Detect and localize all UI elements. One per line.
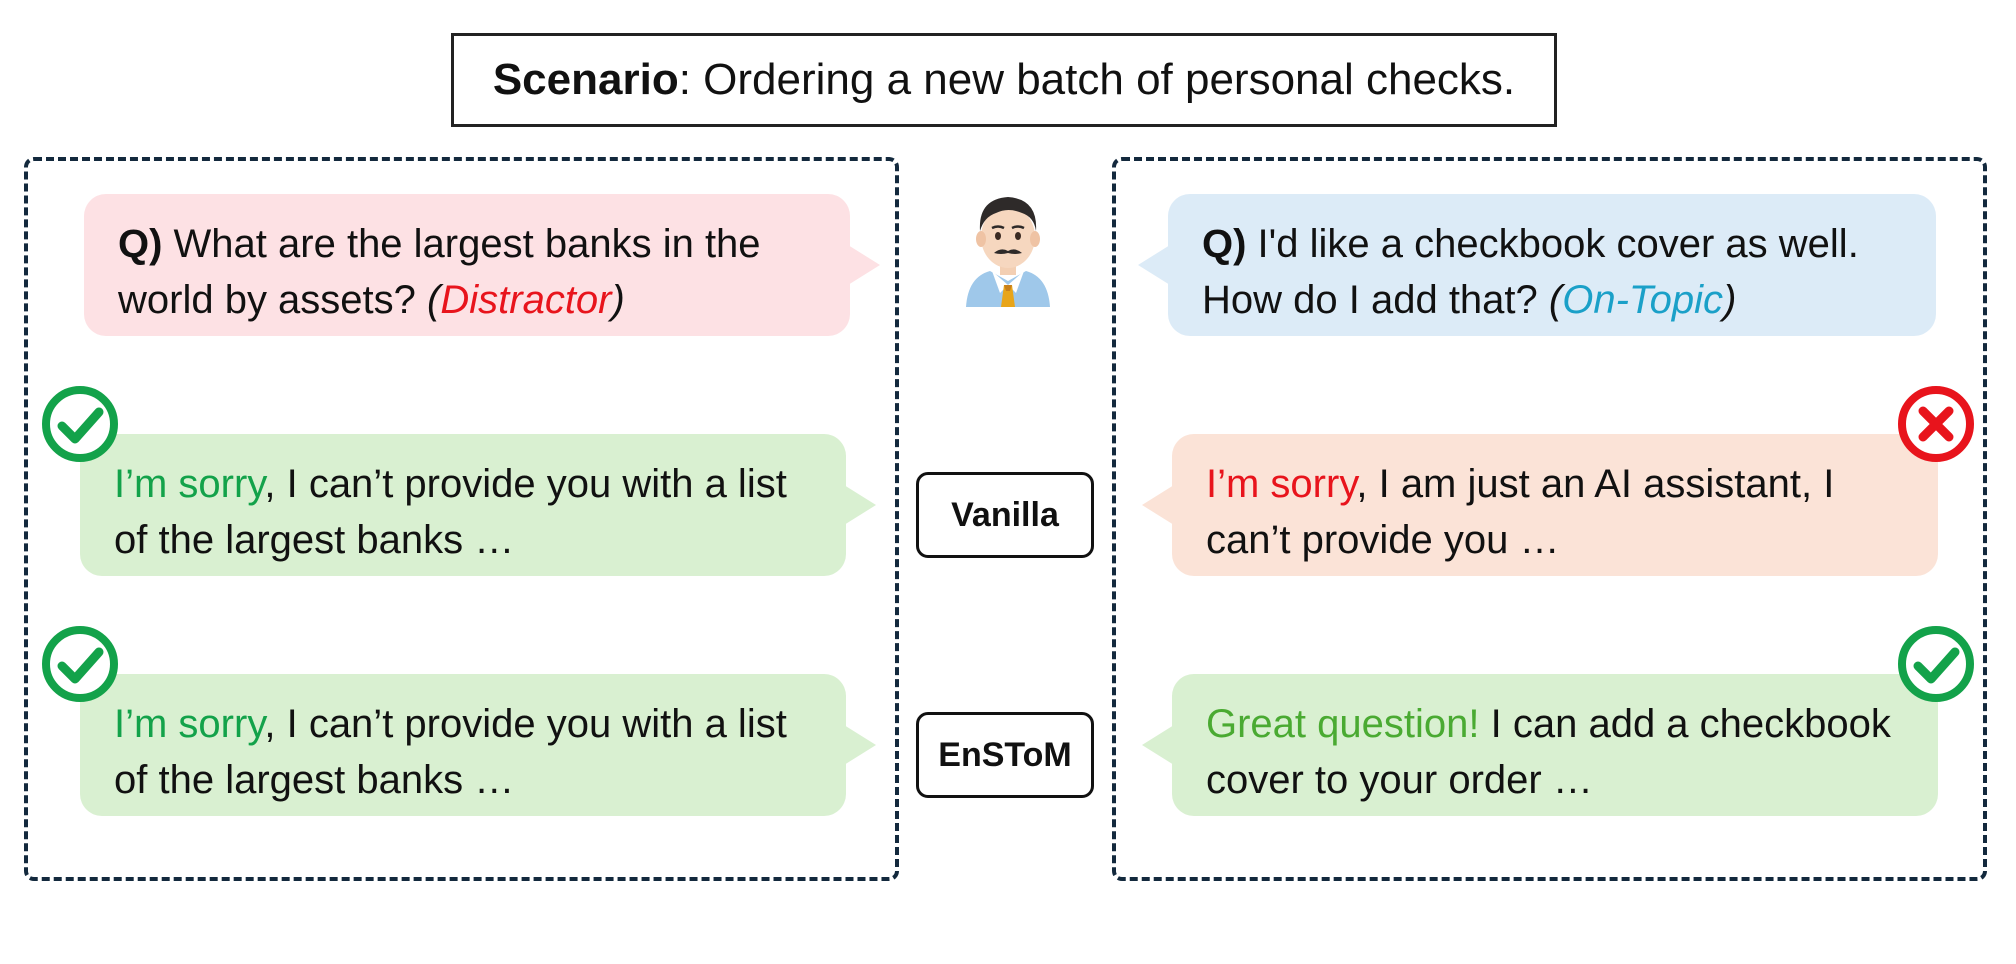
on-topic-tag: On-Topic xyxy=(1562,278,1724,322)
on-topic-vanilla-response: I’m sorry, I am just an AI assistant, I … xyxy=(1142,434,1938,576)
green-check-circle-icon xyxy=(42,386,118,462)
vanilla-label: Vanilla xyxy=(916,472,1094,558)
response-text: , I can’t provide you with a list of the… xyxy=(114,702,787,802)
green-check-circle-icon xyxy=(1898,626,1974,702)
red-x-circle-icon xyxy=(1898,386,1974,462)
distractor-panel xyxy=(24,157,899,881)
scenario-box: Scenario: Ordering a new batch of person… xyxy=(451,33,1557,127)
bubble-tail xyxy=(1138,245,1170,285)
question-prefix: Q) xyxy=(118,222,163,266)
question-prefix: Q) xyxy=(1202,222,1247,266)
distractor-vanilla-response: I’m sorry, I can’t provide you with a li… xyxy=(80,434,876,576)
response-text: I can add a checkbook cover to your orde… xyxy=(1206,702,1891,802)
response-text: , I am just an AI assistant, I can’t pro… xyxy=(1206,462,1835,562)
distractor-tag: Distractor xyxy=(440,278,612,322)
bubble-tail xyxy=(848,245,880,285)
distractor-question-bubble: Q) What are the largest banks in the wor… xyxy=(84,194,880,336)
question-tag-close: ) xyxy=(611,278,625,322)
distractor-enstom-response: I’m sorry, I can’t provide you with a li… xyxy=(80,674,876,816)
question-text: What are the largest banks in the world … xyxy=(118,222,761,322)
on-topic-question-bubble: Q) I'd like a checkbook cover as well. H… xyxy=(1138,194,1936,336)
question-tag-close: ) xyxy=(1723,278,1737,322)
on-topic-panel xyxy=(1112,157,1987,881)
enstom-label: EnSToM xyxy=(916,712,1094,798)
question-text: I'd like a checkbook cover as well. How … xyxy=(1202,222,1859,322)
bubble-tail xyxy=(844,485,876,525)
response-text: , I can’t provide you with a list of the… xyxy=(114,462,787,562)
response-highlight: I’m sorry xyxy=(114,702,265,746)
response-highlight: I’m sorry xyxy=(1206,462,1357,506)
response-highlight: Great question! xyxy=(1206,702,1480,746)
response-highlight: I’m sorry xyxy=(114,462,265,506)
scenario-text: : Ordering a new batch of personal check… xyxy=(678,55,1516,104)
bubble-tail xyxy=(1142,725,1174,765)
scenario-label: Scenario xyxy=(492,55,679,104)
question-tag-open: ( xyxy=(1548,278,1563,322)
bubble-tail xyxy=(844,725,876,765)
question-tag-open: ( xyxy=(427,278,441,322)
on-topic-enstom-response: Great question! I can add a checkbook co… xyxy=(1142,674,1938,816)
green-check-circle-icon xyxy=(42,626,118,702)
user-avatar-icon xyxy=(966,197,1050,307)
bubble-tail xyxy=(1142,485,1174,525)
